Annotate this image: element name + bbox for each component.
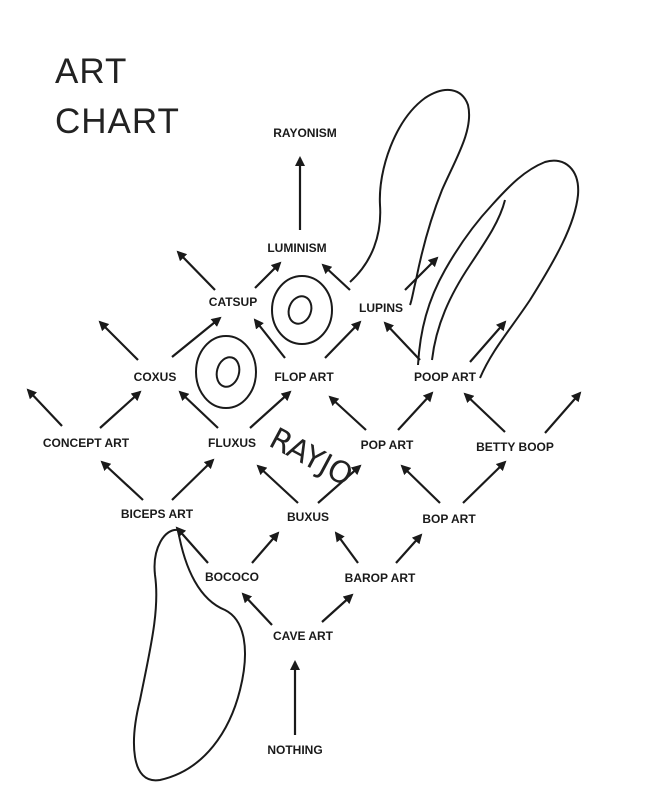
node-biceps-art: BICEPS ART — [120, 507, 194, 521]
arrow — [99, 390, 142, 429]
arrow — [462, 460, 507, 504]
title-line-2: CHART — [55, 102, 180, 141]
arrow — [241, 592, 273, 626]
arrow — [321, 263, 351, 291]
arrow — [100, 460, 144, 501]
arrow — [249, 390, 292, 429]
arrow — [178, 390, 219, 429]
title-line-1: ART — [55, 52, 128, 91]
node-coxus: COXUS — [133, 370, 177, 384]
node-barop-art: BAROP ART — [344, 571, 416, 585]
arrow — [395, 533, 423, 564]
arrow — [328, 395, 367, 431]
doodle-circle-upper-inner — [287, 295, 313, 325]
arrow — [175, 526, 209, 564]
arrow — [400, 464, 441, 504]
doodle-left-blob — [133, 528, 246, 782]
arrow — [171, 458, 215, 501]
arrow — [324, 320, 362, 359]
node-lupins: LUPINS — [358, 301, 404, 315]
node-buxus: BUXUS — [286, 510, 330, 524]
arrow — [254, 261, 282, 289]
arrow — [317, 464, 362, 504]
arrow — [256, 464, 299, 504]
arrow — [404, 256, 439, 291]
arrow — [383, 321, 421, 361]
arrow — [334, 531, 359, 564]
doodle-finger-2 — [417, 159, 580, 379]
arrow — [171, 316, 222, 358]
arrow — [253, 318, 286, 359]
node-nothing: NOTHING — [267, 743, 323, 757]
node-bop-art: BOP ART — [422, 512, 476, 526]
node-rayonism: RAYONISM — [273, 126, 337, 140]
node-betty-boop: BETTY BOOP — [476, 440, 554, 454]
doodle-circle-upper — [271, 275, 333, 345]
node-catsup: CATSUP — [208, 295, 258, 309]
node-flop-art: FLOP ART — [274, 370, 334, 384]
arrow — [544, 391, 582, 434]
arrow — [463, 392, 506, 433]
node-bococo: BOCOCO — [205, 570, 259, 584]
doodle-circle-lower — [195, 335, 257, 409]
node-luminism: LUMINISM — [267, 241, 327, 255]
arrow — [26, 388, 63, 427]
arrow — [321, 593, 354, 623]
doodle-finger-1 — [349, 89, 471, 306]
doodle-line-3 — [431, 199, 506, 361]
arrow — [397, 391, 434, 431]
node-cave-art: CAVE ART — [273, 629, 333, 643]
arrow — [176, 250, 216, 291]
arrow — [251, 531, 280, 564]
node-pop-art: POP ART — [360, 438, 414, 452]
arrow — [98, 320, 139, 361]
arrow — [469, 320, 507, 363]
doodle-circle-lower-inner — [215, 356, 241, 388]
node-concept-art: CONCEPT ART — [42, 436, 130, 450]
node-poop-art: POOP ART — [413, 370, 477, 384]
node-fluxus: FLUXUS — [208, 436, 256, 450]
